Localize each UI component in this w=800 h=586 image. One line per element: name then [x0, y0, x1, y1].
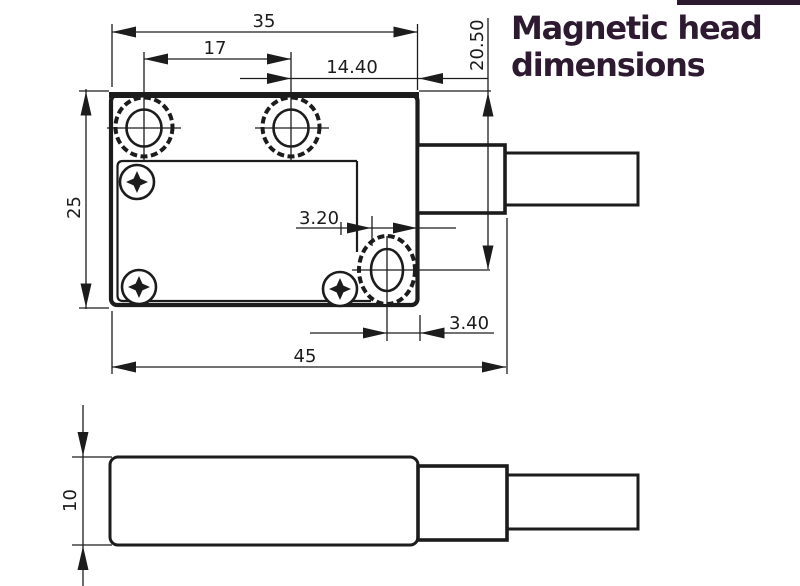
arrow-right-icon	[393, 222, 417, 234]
dim-45: 45	[111, 218, 508, 374]
dim-35: 35	[111, 11, 419, 90]
top-view	[108, 92, 640, 308]
dim-label-45: 45	[294, 346, 317, 367]
arrow-left-icon	[112, 26, 136, 38]
phillips-cross-icon	[329, 278, 351, 300]
arrow-down-icon	[77, 432, 89, 456]
dimensions: 35 17 14.40	[64, 11, 508, 374]
connector-block	[416, 464, 509, 542]
dim-3-20: 3.20	[296, 208, 456, 246]
inner-recess-outline	[116, 159, 371, 303]
screw-bottom-right	[321, 270, 359, 308]
top-edge-text-fragment	[677, 0, 800, 5]
phillips-cross-icon	[126, 171, 148, 193]
dim-label-35: 35	[253, 11, 276, 32]
arrow-right-icon	[347, 222, 371, 234]
dim-10: 10	[60, 405, 112, 586]
dim-label-17: 17	[204, 38, 227, 59]
dim-label-3-20: 3.20	[299, 208, 339, 229]
connector-block	[415, 143, 507, 215]
arrow-left-icon	[420, 327, 445, 339]
arrow-right-icon	[393, 26, 418, 38]
arrow-right-icon	[363, 327, 387, 339]
screw-bottom-left	[120, 268, 158, 306]
screw-top-left	[118, 163, 156, 201]
dim-3-40: 3.40	[310, 313, 494, 341]
arrow-left-icon	[419, 73, 443, 84]
dim-label-3-40: 3.40	[449, 313, 489, 334]
title-line-1: Magnetic head	[511, 9, 763, 47]
title-line-2: dimensions	[511, 46, 706, 85]
arrow-up-icon	[77, 546, 89, 570]
dim-25: 25	[64, 89, 109, 309]
arrow-down-icon	[482, 245, 494, 270]
dim-label-20-50: 20.50	[467, 19, 488, 71]
dim-20-50: 20.50	[419, 18, 494, 270]
dim-label-14-40: 14.40	[326, 57, 378, 78]
dim-17: 17	[143, 38, 292, 160]
dim-14-40: 14.40	[240, 57, 488, 84]
arrow-up-icon	[80, 91, 92, 116]
arrow-right-icon	[267, 73, 291, 84]
arrow-down-icon	[80, 283, 92, 308]
side-view: 10	[60, 405, 640, 586]
arrow-up-icon	[482, 92, 494, 117]
cable	[503, 151, 640, 207]
arrow-left-icon	[112, 361, 136, 373]
dim-label-10: 10	[60, 489, 81, 512]
page-title: Magnetic head dimensions	[511, 9, 796, 85]
body-outline	[108, 455, 420, 547]
dim-label-25: 25	[64, 196, 85, 219]
arrow-left-icon	[144, 53, 168, 65]
phillips-cross-icon	[128, 276, 150, 298]
arrow-right-icon	[267, 53, 291, 65]
arrow-right-icon	[482, 361, 506, 373]
cable	[505, 473, 640, 531]
